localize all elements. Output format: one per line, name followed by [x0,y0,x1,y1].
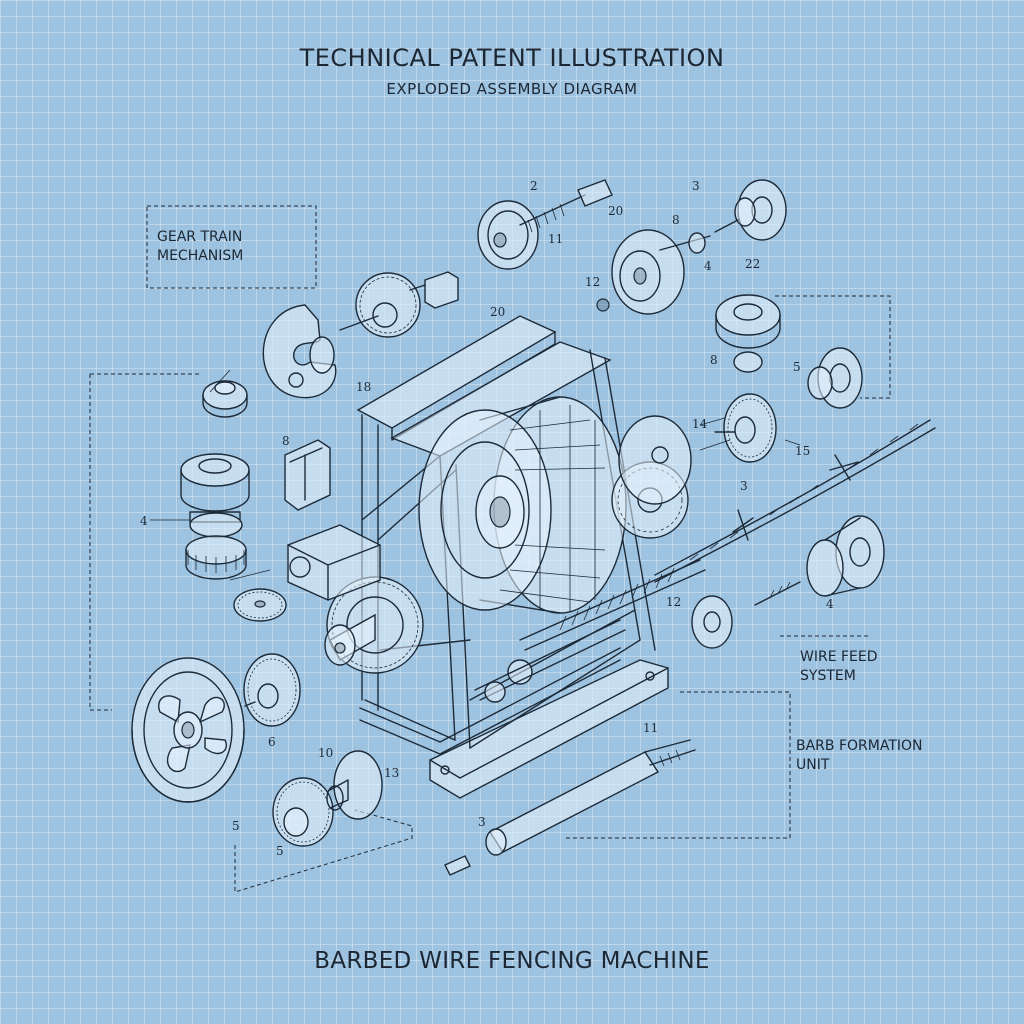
pulley-disc-right [691,595,733,649]
gear-lower-left [243,653,301,727]
right-upper-bracket [775,295,891,399]
gear-train-label: GEAR TRAIN MECHANISM [157,229,244,264]
central-drum [418,396,627,614]
part-number: 2 [530,179,538,193]
wire-feed-label: WIRE FEED SYSTEM [800,649,878,684]
part-number: 20 [608,204,623,218]
main-frame [356,315,669,799]
pulley-right-upper [715,294,781,373]
gear-train-callout-box [146,205,317,289]
part-number: 22 [745,257,760,271]
left-bracket-leader [89,373,200,711]
frame-side-gear [611,415,692,539]
part-number: 8 [282,434,290,448]
part-number: 15 [795,444,810,458]
part-number: 10 [318,746,333,760]
roller-shaft [444,739,696,876]
large-flywheel [131,657,245,803]
lower-left-bracket [234,809,413,893]
spool-right [754,515,885,606]
part-number-labels: 2 20 11 3 8 4 22 12 20 18 8 4 5 14 15 3 … [140,179,834,858]
drawing-caption: BARBED WIRE FENCING MACHINE [314,948,710,974]
part-number: 12 [666,595,681,609]
part-number: 5 [793,360,801,374]
part-number: 3 [692,179,700,193]
part-number: 3 [740,479,748,493]
part-number: 18 [356,380,371,394]
part-number: 4 [140,514,148,528]
gear-train-top-left [339,271,459,338]
part-number: 11 [643,721,658,735]
spur-gear-left [233,588,287,622]
pulley-top-center [477,179,613,270]
part-number: 6 [268,735,276,749]
part-number: 12 [585,275,600,289]
part-number: 5 [232,819,240,833]
spur-gear-right [714,393,777,463]
barb-unit-bracket [565,691,791,839]
barbed-wire-strand [654,419,936,583]
main-drive-gear [324,576,424,674]
stacked-gear-assembly [180,453,250,580]
flanged-bearing-right [807,347,863,409]
page-title: TECHNICAL PATENT ILLUSTRATION [299,44,725,72]
gear-bottom-left [272,750,383,847]
pulley-top-right [714,179,787,241]
part-number: 8 [672,213,680,227]
part-number: 8 [710,353,718,367]
part-number: 3 [478,815,486,829]
part-number: 5 [276,844,284,858]
part-number: 4 [826,597,834,611]
worm-shaft-assembly [474,559,706,703]
barb-formation-label: BARB FORMATION UNIT [796,738,923,773]
part-number: 11 [548,232,563,246]
part-number: 14 [692,417,708,431]
mounting-bracket [284,439,381,601]
plate-gear-top [596,229,711,315]
part-number: 13 [384,766,399,780]
leader-lines [150,369,801,581]
part-number: 4 [704,259,712,273]
pulley-small-top-left [202,380,248,418]
cam-plate [262,304,337,399]
part-number: 20 [490,305,505,319]
page-subtitle: EXPLODED ASSEMBLY DIAGRAM [386,80,638,98]
